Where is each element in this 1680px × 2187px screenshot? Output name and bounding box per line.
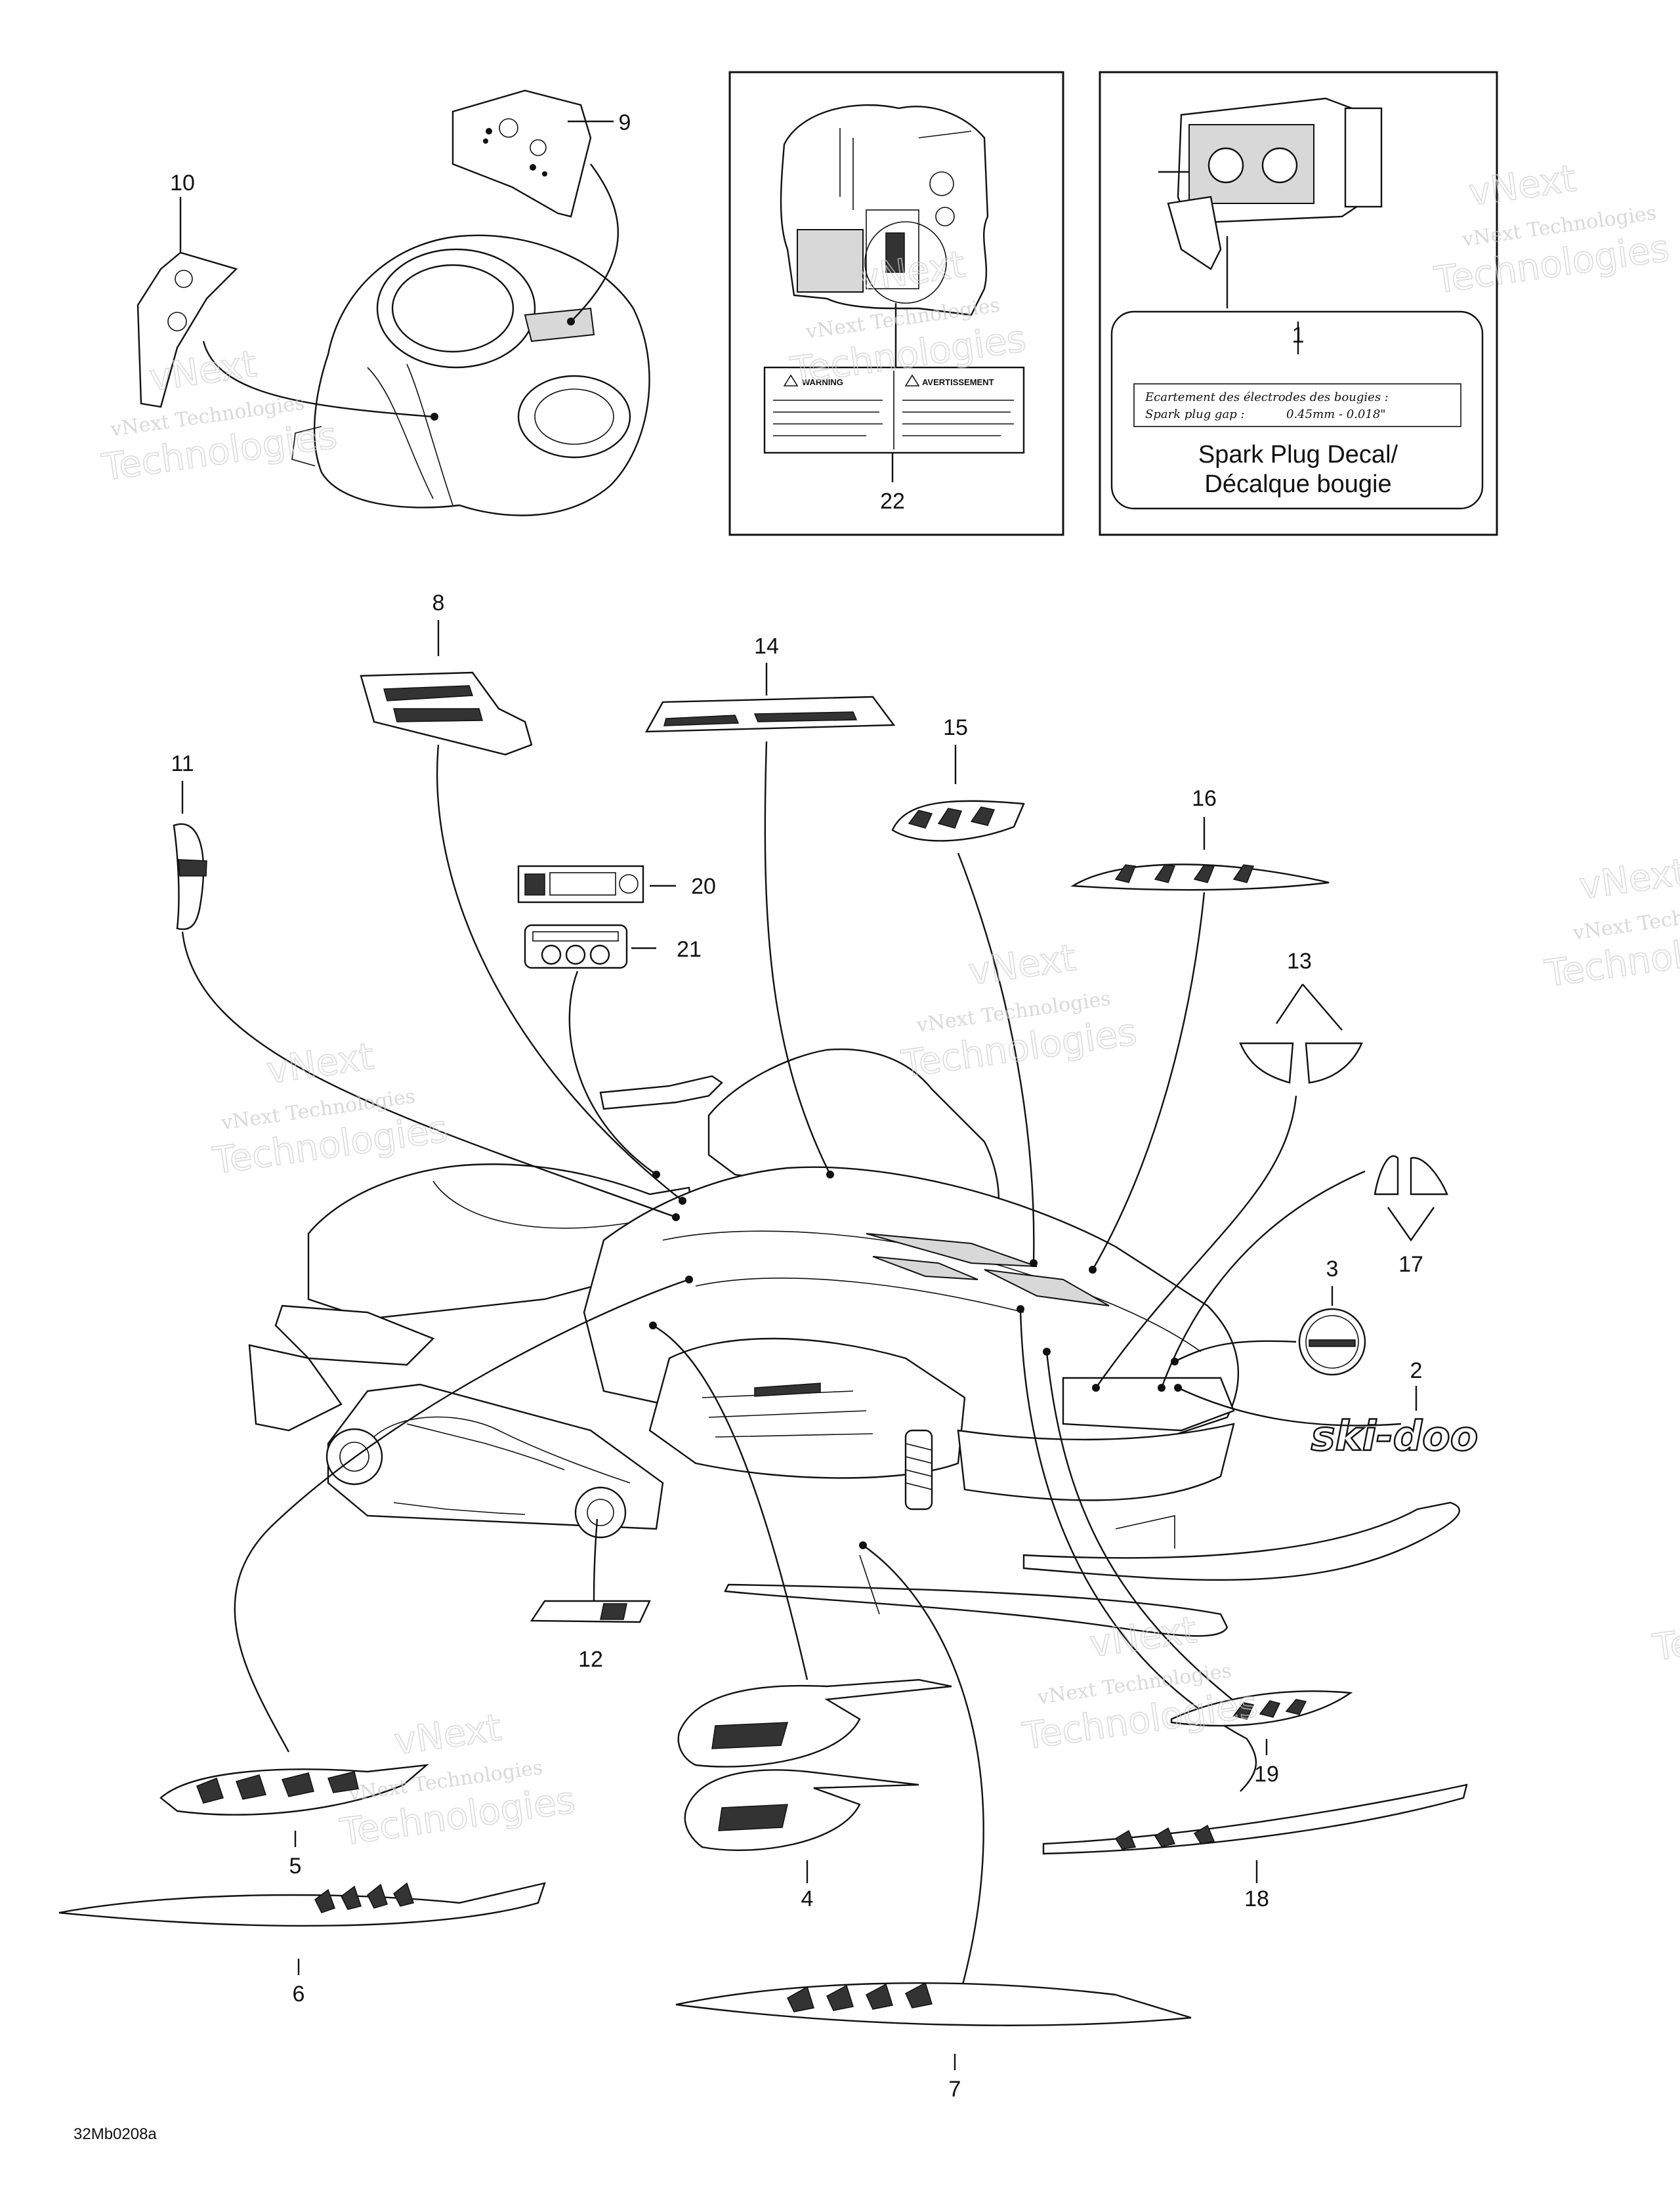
warning-decal-panel: WARNING AVERTISSEMENT 22 — [728, 71, 1064, 536]
label-5: 5 — [289, 1854, 302, 1879]
label-1: 1 — [1292, 323, 1305, 348]
decal-10 — [136, 251, 238, 408]
decal-4 — [684, 1769, 919, 1851]
label-10: 10 — [170, 171, 195, 196]
label-19: 19 — [1254, 1762, 1279, 1787]
decal-18 — [1042, 1783, 1468, 1855]
label-16: 16 — [1192, 786, 1217, 811]
decal-12 — [530, 1600, 651, 1623]
decal-13-right — [1305, 1042, 1363, 1084]
spark-caption-line2: Décalque bougie — [1204, 470, 1391, 498]
label-18: 18 — [1244, 1886, 1269, 1911]
label-6: 6 — [293, 1982, 305, 2007]
decal-9 — [452, 89, 592, 218]
label-12: 12 — [578, 1647, 603, 1672]
upper-decals: 8 14 15 16 11 20 — [171, 591, 1479, 1461]
decal-13-left — [1239, 1042, 1294, 1084]
spark-plug-panel: 1 Ecartement des électrodes des bougies … — [1099, 71, 1498, 536]
label-11: 11 — [171, 751, 194, 776]
watermark-vnext-4: vNext — [264, 1035, 377, 1093]
avertissement-title: AVERTISSEMENT — [922, 377, 994, 387]
decal-6 — [58, 1882, 546, 1927]
console-detail: 9 10 — [136, 89, 650, 516]
decal-4-top — [677, 1678, 952, 1768]
watermark-tech-9: Technologies — [1650, 1594, 1680, 1670]
spark-decal-line2-label: Spark plug gap : — [1145, 407, 1245, 421]
decal-7 — [675, 1982, 1192, 2026]
lower-decals: 12 4 5 6 7 18 — [58, 1600, 1468, 2102]
decal-11 — [173, 823, 205, 930]
spark-decal-line1: Ecartement des électrodes des bougies : — [1144, 390, 1389, 404]
label-2: 2 — [1410, 1358, 1423, 1383]
spark-decal-line2-value: 0.45mm - 0.018" — [1286, 407, 1386, 421]
decal-17-left — [1374, 1155, 1399, 1196]
label-22: 22 — [880, 489, 905, 514]
label-4: 4 — [801, 1886, 814, 1911]
label-7: 7 — [949, 2077, 961, 2102]
label-9: 9 — [619, 110, 631, 135]
decal-19 — [1170, 1690, 1353, 1727]
decal-1-callout — [1110, 310, 1484, 510]
warning-title: WARNING — [802, 377, 843, 387]
decal-17-right — [1410, 1157, 1448, 1196]
label-17: 17 — [1398, 1252, 1423, 1277]
watermark-vnext-5: vNext — [966, 936, 1078, 993]
label-13: 13 — [1287, 949, 1312, 974]
spark-caption-line1: Spark Plug Decal/ — [1198, 441, 1398, 469]
label-14: 14 — [754, 634, 779, 659]
watermark-vnext-7: vNext — [392, 1707, 504, 1764]
label-20: 20 — [691, 874, 716, 899]
label-15: 15 — [943, 715, 968, 740]
figure-code: 32Mb0208a — [74, 2125, 157, 2143]
label-21: 21 — [677, 937, 702, 962]
leader-lines — [181, 741, 1402, 2002]
watermark-vnext-6: vNext — [1577, 851, 1680, 908]
decal-2-ski-doo: ski-doo — [1311, 1412, 1479, 1460]
watermark-vnext-3: vNext — [1466, 157, 1578, 215]
label-3: 3 — [1326, 1257, 1339, 1281]
label-8: 8 — [432, 591, 445, 615]
